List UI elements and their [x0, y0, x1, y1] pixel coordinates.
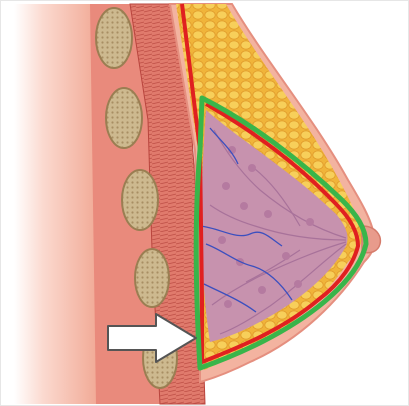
rib: [96, 8, 132, 68]
rib: [122, 170, 158, 230]
rib: [135, 249, 169, 307]
chest-skin: [14, 4, 98, 404]
rib: [106, 88, 142, 148]
